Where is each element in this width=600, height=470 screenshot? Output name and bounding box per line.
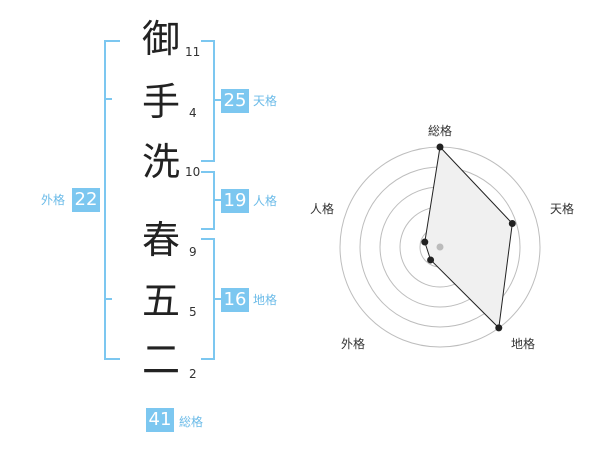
stroke-count-4: 9: [189, 245, 197, 259]
gaikaku-bracket-tick-bottom: [104, 298, 112, 300]
soukaku-label: 総格: [179, 415, 204, 429]
stroke-count-2: 4: [189, 106, 197, 120]
radar-point-2: [508, 220, 516, 228]
tenkaku-bracket-stub: [214, 99, 222, 101]
gaikaku-bracket-tick-top: [104, 98, 112, 100]
radar-point-5: [421, 238, 429, 246]
stroke-count-3: 10: [185, 165, 201, 179]
radar-axis-label-soukaku: 総格: [428, 124, 453, 138]
name-char-1: 御: [141, 17, 180, 61]
jinkaku-label: 人格: [253, 194, 278, 208]
tenkaku-label: 天格: [253, 94, 278, 108]
radar-point-4: [427, 256, 435, 264]
radar-axis-label-gaikaku: 外格: [341, 337, 366, 351]
gaikaku-bracket: [104, 40, 120, 360]
gaikaku-value: 22: [72, 188, 100, 212]
chikaku-bracket-stub: [214, 298, 222, 300]
name-char-4: 春: [141, 218, 180, 262]
radar-value-polygon: [424, 145, 513, 329]
soukaku-value: 41: [146, 408, 174, 432]
tenkaku-value: 25: [221, 89, 249, 113]
name-char-3: 洗: [141, 140, 180, 184]
gaikaku-label: 外格: [41, 193, 66, 207]
name-char-6: 二: [141, 338, 180, 382]
name-char-5: 五: [141, 279, 180, 323]
stroke-count-1: 11: [185, 45, 201, 59]
radar-axis-label-jinkaku: 人格: [310, 202, 335, 216]
tenkaku-bracket: [201, 40, 215, 162]
jinkaku-bracket-stub: [214, 199, 222, 201]
jinkaku-value: 19: [221, 189, 249, 213]
stroke-count-5: 5: [189, 305, 197, 319]
name-char-2: 手: [141, 80, 180, 124]
radar-point-1: [436, 143, 444, 151]
chikaku-value: 16: [221, 288, 249, 312]
radar-axis-label-tenkaku: 天格: [550, 202, 575, 216]
stroke-count-6: 2: [189, 367, 197, 381]
radar-point-3: [495, 324, 503, 332]
radar-axis-label-chikaku: 地格: [511, 337, 536, 351]
chikaku-label: 地格: [253, 293, 278, 307]
radar-center-dot: [436, 243, 444, 251]
